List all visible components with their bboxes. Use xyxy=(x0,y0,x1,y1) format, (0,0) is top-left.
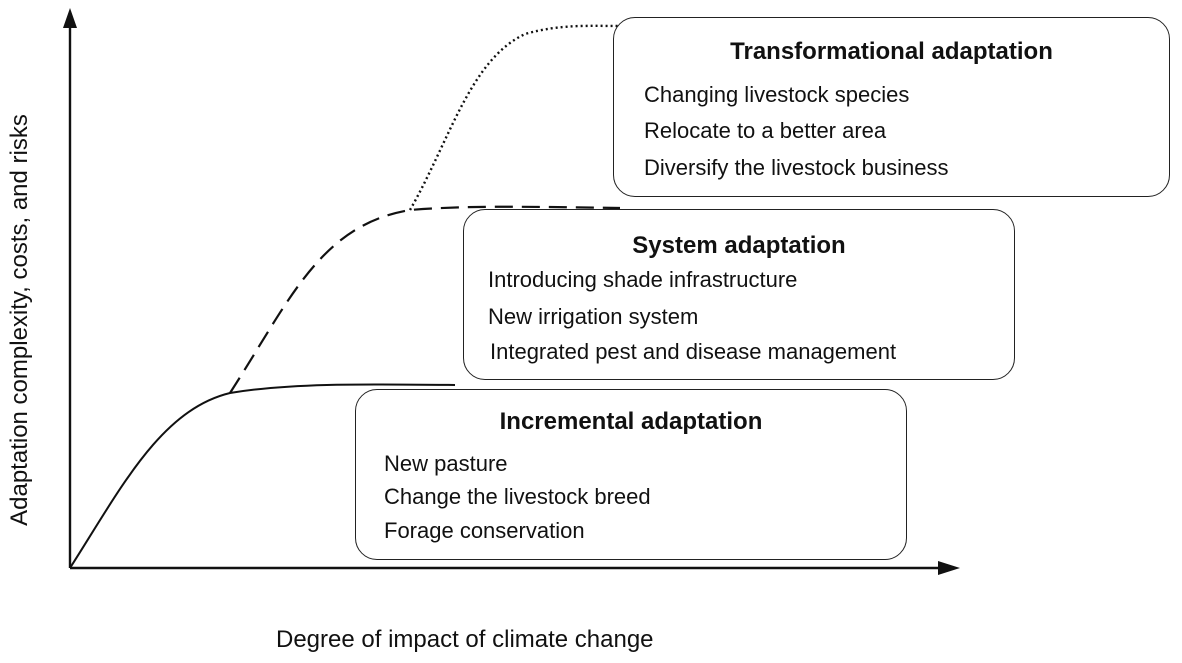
x-axis-arrow xyxy=(938,561,960,575)
transformational-item: Changing livestock species xyxy=(644,82,910,107)
incremental-item: Forage conservation xyxy=(384,518,585,543)
transformational-title: Transformational adaptation xyxy=(730,38,1053,65)
incremental-adaptation-box: Incremental adaptation New pasture Chang… xyxy=(355,389,907,560)
transformational-curve xyxy=(408,24,621,211)
system-adaptation-box: System adaptation Introducing shade infr… xyxy=(463,209,1015,380)
system-item: Integrated pest and disease management xyxy=(490,339,897,364)
system-curve xyxy=(229,205,621,394)
transformational-adaptation-box: Transformational adaptation Changing liv… xyxy=(613,17,1170,197)
y-axis-label: Adaptation complexity, costs, and risks xyxy=(6,114,33,526)
incremental-title: Incremental adaptation xyxy=(499,408,763,435)
incremental-item: New pasture xyxy=(384,451,508,476)
transformational-item: Diversify the livestock business xyxy=(644,155,949,180)
system-item: Introducing shade infrastructure xyxy=(488,267,798,292)
system-title: System adaptation xyxy=(632,232,846,259)
system-item: New irrigation system xyxy=(488,304,699,329)
transformational-item: Relocate to a better area xyxy=(644,118,887,143)
x-axis-label: Degree of impact of climate change xyxy=(276,626,654,653)
y-axis-arrow xyxy=(63,8,77,28)
incremental-item: Change the livestock breed xyxy=(384,484,651,509)
